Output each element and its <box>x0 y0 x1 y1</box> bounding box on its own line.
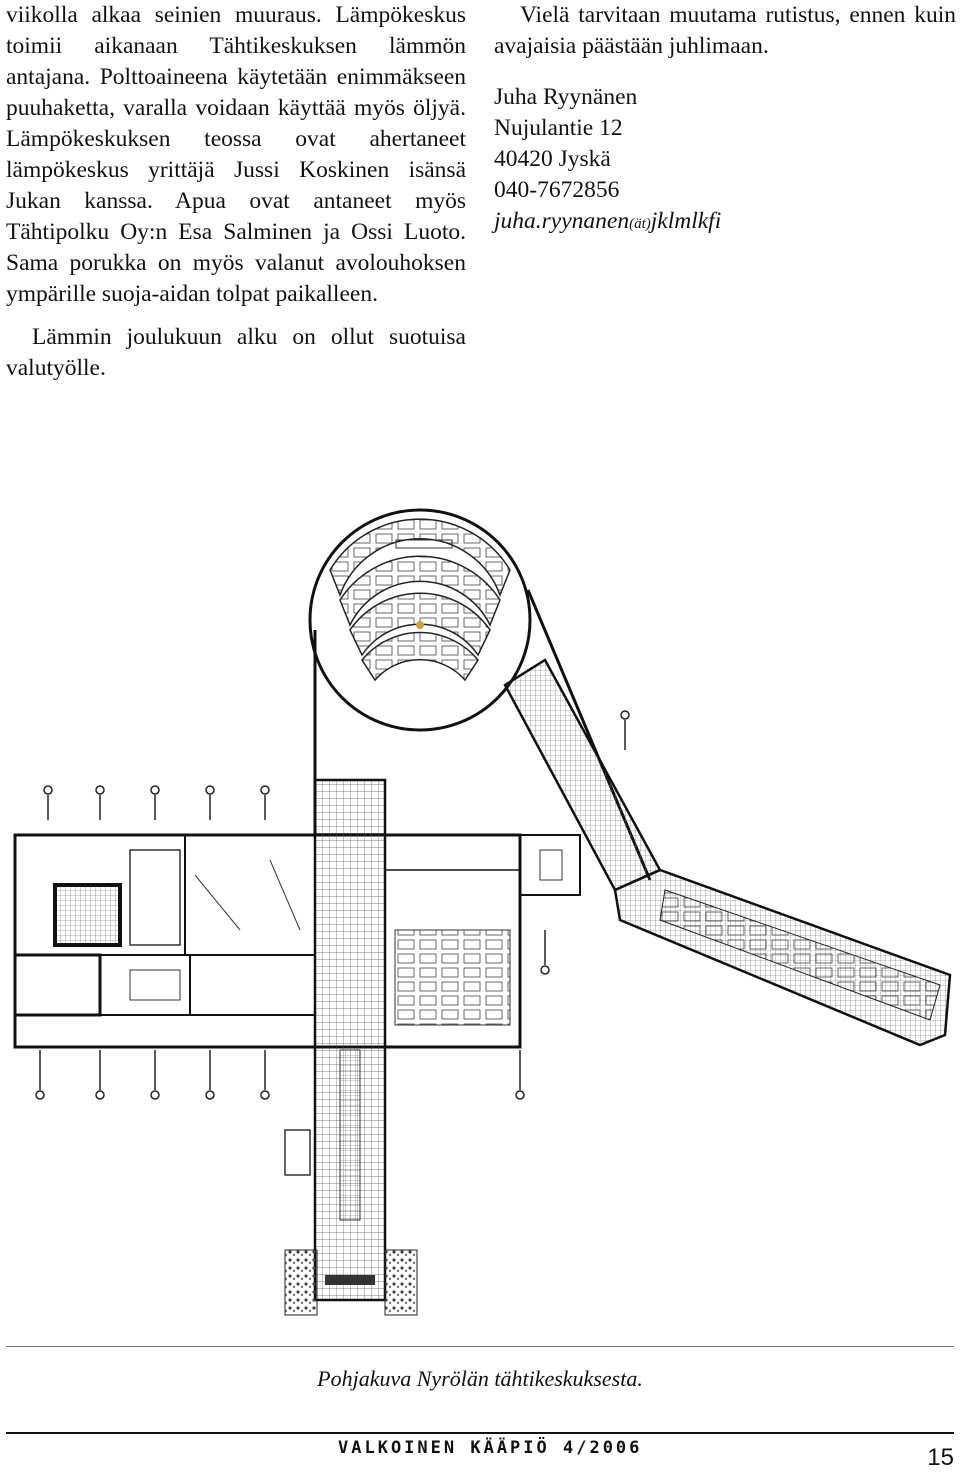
article-paragraph-2: Lämmin joulukuun alku on ollut suotuisa … <box>6 324 466 381</box>
right-wing <box>613 868 952 1047</box>
email-user: juha.ryynanen <box>494 208 630 234</box>
auditorium <box>308 508 532 732</box>
diagonal-corridor <box>503 658 662 892</box>
article-paragraph-3: Vielä tarvitaan muutama rutistus, ennen … <box>494 2 956 59</box>
left-column: viikolla alkaa seinien muuraus. Lämpökes… <box>6 0 466 396</box>
article-paragraph-1: viikolla alkaa seinien muuraus. Lämpökes… <box>6 2 466 307</box>
main-building <box>13 833 581 1049</box>
contact-name: Juha Ryynänen <box>494 84 638 110</box>
contact-phone: 040-7672856 <box>494 177 620 203</box>
caption-rule <box>6 1346 954 1347</box>
dimension-markers <box>35 710 630 1100</box>
footer-rule <box>6 1432 954 1434</box>
contact-street: Nujulantie 12 <box>494 115 623 141</box>
contact-block: Juha Ryynänen Nujulantie 12 40420 Jyskä … <box>494 82 956 240</box>
page-number: 15 <box>927 1444 954 1471</box>
email-at: (ät) <box>629 216 651 232</box>
magazine-title: VALKOINEN KÄÄPIÖ 4/2006 <box>338 1438 643 1458</box>
contact-city: 40420 Jyskä <box>494 146 611 172</box>
central-corridor <box>313 778 387 1302</box>
figure-caption: Pohjakuva Nyrölän tähtikeskuksesta. <box>317 1366 643 1391</box>
floor-plan-drawing <box>13 508 952 1316</box>
right-column: Vielä tarvitaan muutama rutistus, ennen … <box>494 0 956 240</box>
email-domain: jklmlkfi <box>650 208 722 234</box>
foundation-rubble <box>284 1249 418 1316</box>
contact-email: juha.ryynanen(ät)jklmlkfi <box>494 206 956 240</box>
